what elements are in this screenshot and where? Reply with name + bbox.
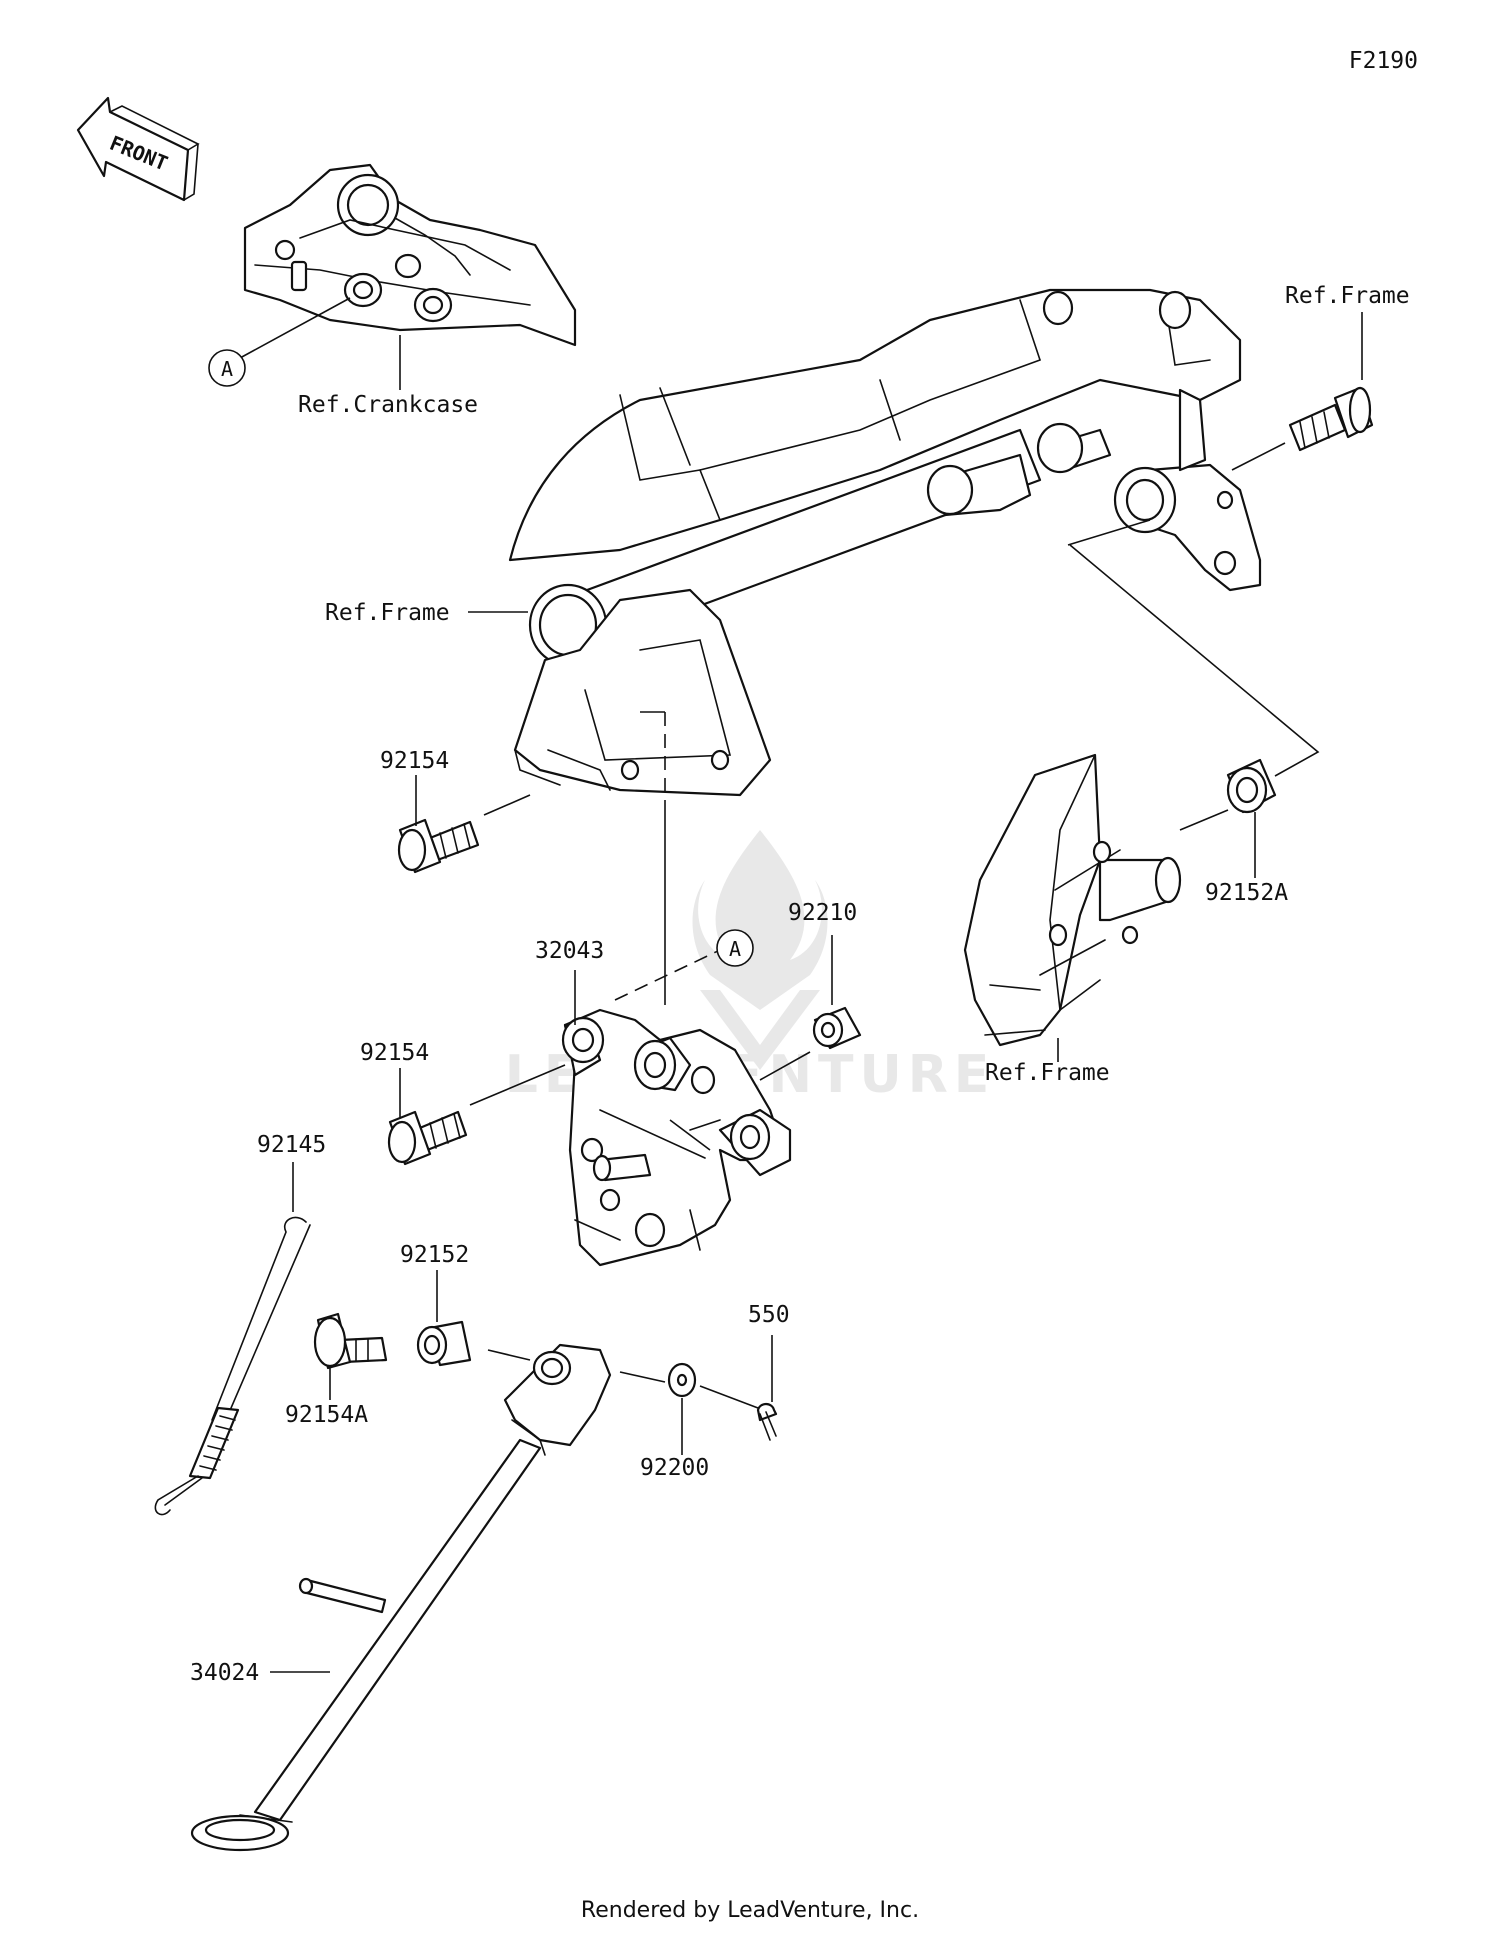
bolt-92154-upper-illustration — [397, 818, 480, 874]
cotter-pin-550-illustration — [756, 1402, 778, 1441]
crankcase-reference-illustration — [243, 163, 577, 347]
leader-washer-to-pin — [699, 1385, 759, 1409]
leader-nut-to-bracket — [759, 1051, 811, 1081]
leader-collar-to-stand — [487, 1349, 531, 1361]
leader-bolt-lower-to-bracket — [469, 1064, 566, 1106]
part-number-92154a: 92154A — [285, 1402, 368, 1428]
leader-bracket-a — [1067, 519, 1151, 546]
collar-92152-illustration — [416, 1320, 472, 1367]
ref-frame-bracket-label: Ref.Frame — [985, 1060, 1110, 1086]
svg-text:A: A — [221, 357, 233, 381]
watermark-logo — [692, 830, 828, 1070]
bolt-top-right-illustration — [1288, 386, 1374, 452]
ref-frame-left-label: Ref.Frame — [325, 600, 450, 626]
leader-bracket-inner — [669, 1119, 711, 1151]
side-stand-34024-illustration — [190, 1343, 612, 1852]
stand-bracket-32043-illustration — [561, 1008, 792, 1267]
leader-bolt-upper-to-frame — [483, 794, 531, 816]
bolt-92154a-illustration — [313, 1312, 388, 1370]
part-number-92154-lower: 92154 — [360, 1040, 429, 1066]
part-number-92152a-upper: 92152A — [1205, 880, 1288, 906]
circle-a-marker-2: A — [716, 929, 754, 967]
leader-bolt-to-frame — [1231, 442, 1286, 471]
washer-92200-illustration — [667, 1362, 697, 1398]
ref-crankcase-label: Ref.Crankcase — [298, 392, 478, 418]
frame-illustration — [508, 288, 1262, 797]
leader-a-bracket — [614, 949, 721, 1001]
figure-code: F2190 — [1349, 48, 1418, 74]
part-number-32043: 32043 — [535, 938, 604, 964]
ref-frame-top-label: Ref.Frame — [1285, 283, 1410, 309]
frame-bracket-right-illustration — [963, 753, 1182, 1047]
leader-bracket-b — [1069, 544, 1320, 777]
front-arrow-icon: FRONT — [76, 96, 200, 202]
spacer-92152a-illustration — [1226, 758, 1277, 814]
leader-a-crankcase — [239, 297, 351, 359]
circle-a-marker-1: A — [208, 349, 246, 387]
leader-spacer-to-bracket — [1179, 809, 1229, 831]
nut-92210-illustration — [812, 1006, 862, 1050]
part-number-92152: 92152 — [400, 1242, 469, 1268]
part-number-92210: 92210 — [788, 900, 857, 926]
spring-92145-illustration — [154, 1216, 311, 1516]
part-number-34024: 34024 — [190, 1660, 259, 1686]
part-number-92200: 92200 — [640, 1455, 709, 1481]
footer-credit: Rendered by LeadVenture, Inc. — [580, 1898, 920, 1923]
bolt-92154-lower-illustration — [387, 1110, 468, 1166]
leader-stand-to-washer — [619, 1371, 666, 1383]
svg-text:A: A — [729, 937, 741, 961]
part-number-550: 550 — [748, 1302, 790, 1328]
part-number-92154-upper: 92154 — [380, 748, 449, 774]
part-number-92145: 92145 — [257, 1132, 326, 1158]
